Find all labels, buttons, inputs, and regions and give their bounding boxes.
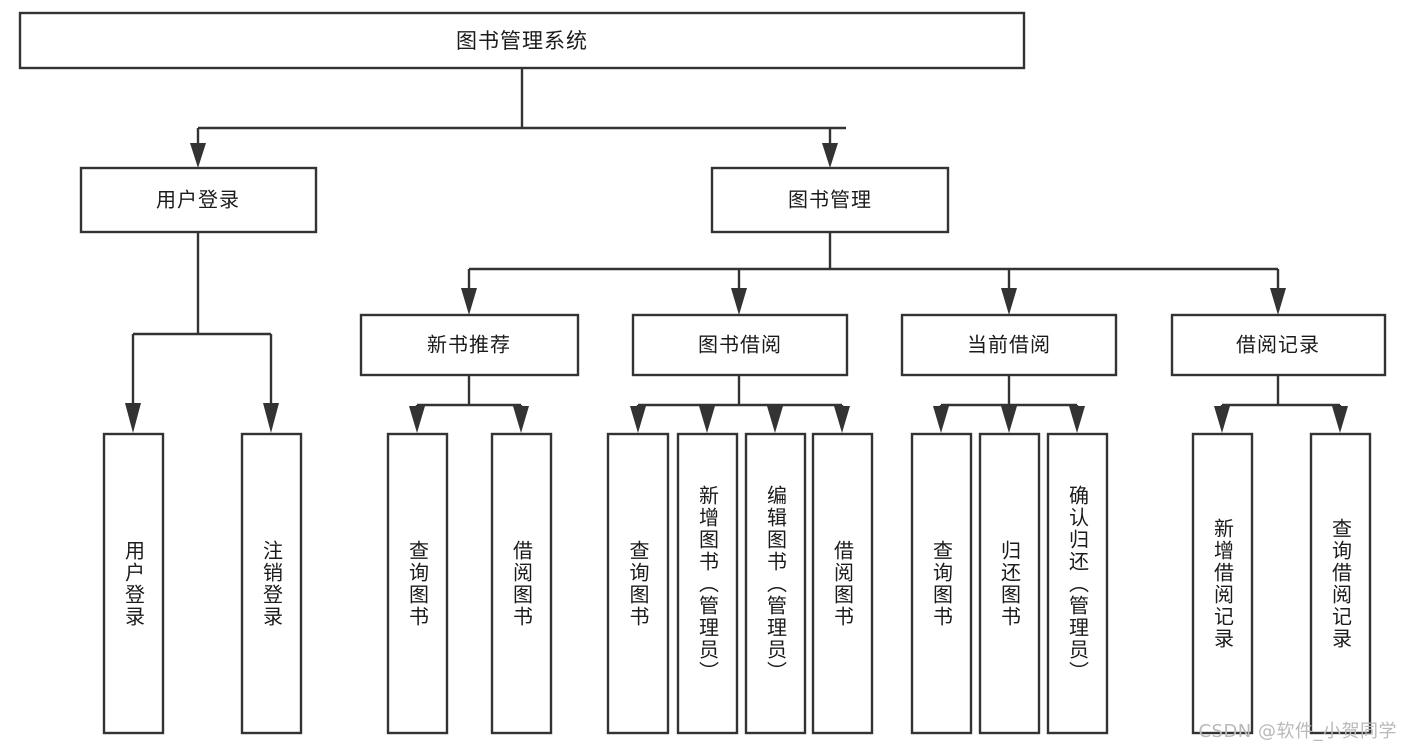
leaf-box-return-book[interactable] — [978, 432, 1041, 735]
connector-user-login-to-leaves — [125, 232, 279, 433]
node-new-book-recommend[interactable]: 新书推荐 — [359, 313, 580, 377]
connector-current-borrow-to-leaves — [933, 375, 1085, 433]
leaf-box-add-borrow-record[interactable] — [1191, 432, 1254, 735]
node-current-borrow[interactable]: 当前借阅 — [900, 313, 1118, 377]
leaf-box-borrow-book-2[interactable] — [811, 432, 874, 735]
node-user-login-label: 用户登录 — [156, 188, 240, 212]
node-new-book-recommend-label: 新书推荐 — [427, 333, 511, 357]
leaf-box-user-login[interactable] — [102, 432, 165, 735]
leaf-box-confirm-return-admin[interactable] — [1046, 432, 1109, 735]
connector-new-book-to-leaves — [409, 375, 529, 433]
node-user-login[interactable]: 用户登录 — [79, 166, 318, 234]
connector-root-to-level2 — [190, 68, 846, 168]
connector-book-borrow-to-leaves — [630, 375, 850, 433]
leaf-box-edit-book-admin[interactable] — [744, 432, 807, 735]
leaf-box-borrow-book-1[interactable] — [490, 432, 553, 735]
leaf-box-query-borrow-record[interactable] — [1309, 432, 1372, 735]
node-current-borrow-label: 当前借阅 — [967, 333, 1051, 357]
leaf-boxes — [102, 432, 1372, 735]
watermark-text: CSDN @软件_小贺同学 — [1198, 721, 1397, 742]
node-book-management[interactable]: 图书管理 — [710, 166, 950, 234]
leaf-box-logout[interactable] — [240, 432, 303, 735]
node-book-management-label: 图书管理 — [788, 188, 872, 212]
connector-book-manage-to-level3 — [461, 232, 1286, 315]
node-book-borrow[interactable]: 图书借阅 — [631, 313, 849, 377]
node-borrow-record[interactable]: 借阅记录 — [1170, 313, 1387, 377]
leaf-box-query-book-3[interactable] — [910, 432, 973, 735]
connector-borrow-record-to-leaves — [1214, 375, 1348, 433]
node-root-label: 图书管理系统 — [456, 29, 588, 53]
leaf-box-add-book-admin[interactable] — [676, 432, 739, 735]
leaf-box-query-book-2[interactable] — [606, 432, 670, 735]
node-borrow-record-label: 借阅记录 — [1236, 333, 1320, 357]
node-book-borrow-label: 图书借阅 — [698, 333, 782, 357]
leaf-box-query-book-1[interactable] — [386, 432, 449, 735]
node-root-book-management-system[interactable]: 图书管理系统 — [18, 11, 1026, 70]
